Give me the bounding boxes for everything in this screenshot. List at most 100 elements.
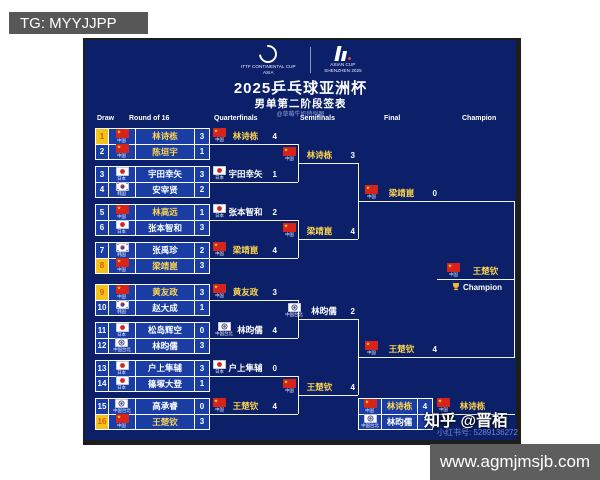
country-label: 中国台北 <box>113 347 131 353</box>
match-score: 0 <box>272 363 277 373</box>
bracket-line <box>210 300 298 301</box>
country-label: 中国 <box>439 408 448 413</box>
logo-divider <box>310 47 312 73</box>
match-score: 3 <box>195 285 209 300</box>
champion-entry: 中国 王楚钦 <box>447 263 511 279</box>
country-label: 日本 <box>117 370 127 376</box>
bracket-panel: ITTF CONTINENTAL CUP ASIA ASIAN CUP SHEN… <box>85 40 516 440</box>
event-logos: ITTF CONTINENTAL CUP ASIA ASIAN CUP SHEN… <box>85 41 516 76</box>
bracket-line <box>358 357 515 358</box>
country-label: 中国 <box>117 423 127 429</box>
player-name: 梁靖崑 <box>388 188 415 198</box>
draw-number: 5 <box>96 205 109 220</box>
match-score: 3 <box>195 129 209 144</box>
draw-number: 16 <box>96 414 109 429</box>
page-subtitle: 男单第二阶段签表 <box>254 98 347 110</box>
country-label: 中国 <box>285 233 294 238</box>
jp-flag-icon: 日本 <box>115 322 129 339</box>
match-score: 4 <box>350 226 355 236</box>
player-name: 王楚钦 <box>136 414 195 429</box>
country-label: 韩国 <box>117 252 127 258</box>
logo-caption: ASIAN CUP <box>330 62 356 68</box>
player-name: 林诗栋 <box>306 150 333 160</box>
flag-cell: 中国台北 <box>109 338 136 353</box>
player-name: 王楚钦 <box>306 382 333 392</box>
draw-number: 13 <box>96 361 109 376</box>
draw-number: 11 <box>96 323 109 338</box>
match-score: 0 <box>195 323 209 338</box>
match-score: 3 <box>195 167 209 182</box>
country-label: 日本 <box>117 229 127 235</box>
champion-caption: Champion <box>441 282 513 293</box>
match-score: 2 <box>195 182 209 197</box>
country-label: 韩国 <box>117 309 127 315</box>
match-score: 3 <box>195 220 209 235</box>
draw-number: 10 <box>96 300 109 315</box>
flag-cell: 中国 <box>109 204 136 221</box>
third-place-winner: 中国林诗栋 <box>437 398 495 414</box>
draw-number: 12 <box>96 338 109 353</box>
tpe-flag-icon: 中国台北 <box>283 303 305 319</box>
player-name: 张禹珍 <box>136 243 195 258</box>
draw-number: 2 <box>96 144 109 159</box>
country-label: 中国 <box>449 273 458 278</box>
player-name: 陈垣宇 <box>136 144 195 159</box>
xiaohongshu-watermark: 小红书号: 5289136272 <box>437 428 518 437</box>
country-label: 中国 <box>215 294 224 299</box>
country-label: 中国 <box>285 157 294 162</box>
flag-cell: 日本 <box>109 376 136 391</box>
credit-line: @草莓牛奶特别图 <box>276 112 325 118</box>
tpe-flag-icon: 中国台北 <box>111 398 133 415</box>
player-name: 王楚钦 <box>472 266 499 276</box>
cn-flag-icon: 中国 <box>437 398 450 414</box>
bracket-line <box>298 239 358 240</box>
country-label: 中国 <box>215 408 224 413</box>
flag-cell: 日本 <box>109 360 136 376</box>
semifinal-entry: 中国 林诗栋 3 <box>283 147 355 163</box>
player-name: 赵大成 <box>136 300 195 315</box>
match-score: 3 <box>195 338 209 353</box>
country-label: 韩国 <box>117 191 127 197</box>
match-score: 3 <box>350 150 355 160</box>
match-score: 2 <box>350 306 355 316</box>
match-score: 4 <box>418 399 432 414</box>
jp-flag-icon: 日本 <box>115 166 129 183</box>
player-name: 梁靖崑 <box>232 245 259 255</box>
player-name: 林昀儒 <box>382 414 418 429</box>
bracket-line <box>433 414 515 415</box>
bracket-line <box>298 163 358 164</box>
cn-flag-icon: 中国 <box>115 204 129 221</box>
bracket-line <box>298 395 358 396</box>
draw-number: 1 <box>96 129 109 144</box>
logo-caption: SHENZHEN 2025 <box>324 68 362 74</box>
match-score: 0 <box>195 399 209 414</box>
match-score: 1 <box>195 205 209 220</box>
player-name: 林高远 <box>136 205 195 220</box>
player-name: 林昀儒 <box>237 325 263 335</box>
asian-cup-logo: ASIAN CUP SHENZHEN 2025 <box>321 45 365 74</box>
cn-flag-icon: 中国 <box>115 284 129 301</box>
cn-flag-icon: 中国 <box>447 263 460 279</box>
match-score: 4 <box>432 344 437 354</box>
player-name: 梁靖崑 <box>306 226 333 236</box>
page-title: 2025乒乓球亚洲杯 <box>233 80 368 97</box>
bracket-line <box>210 338 298 339</box>
draw-number: 3 <box>96 167 109 182</box>
cn-flag-icon: 中国 <box>213 242 226 258</box>
draw-number: 9 <box>96 285 109 300</box>
cn-flag-icon: 中国 <box>213 398 226 414</box>
bracket-line <box>210 258 298 259</box>
player-name: 林昀儒 <box>136 338 195 353</box>
